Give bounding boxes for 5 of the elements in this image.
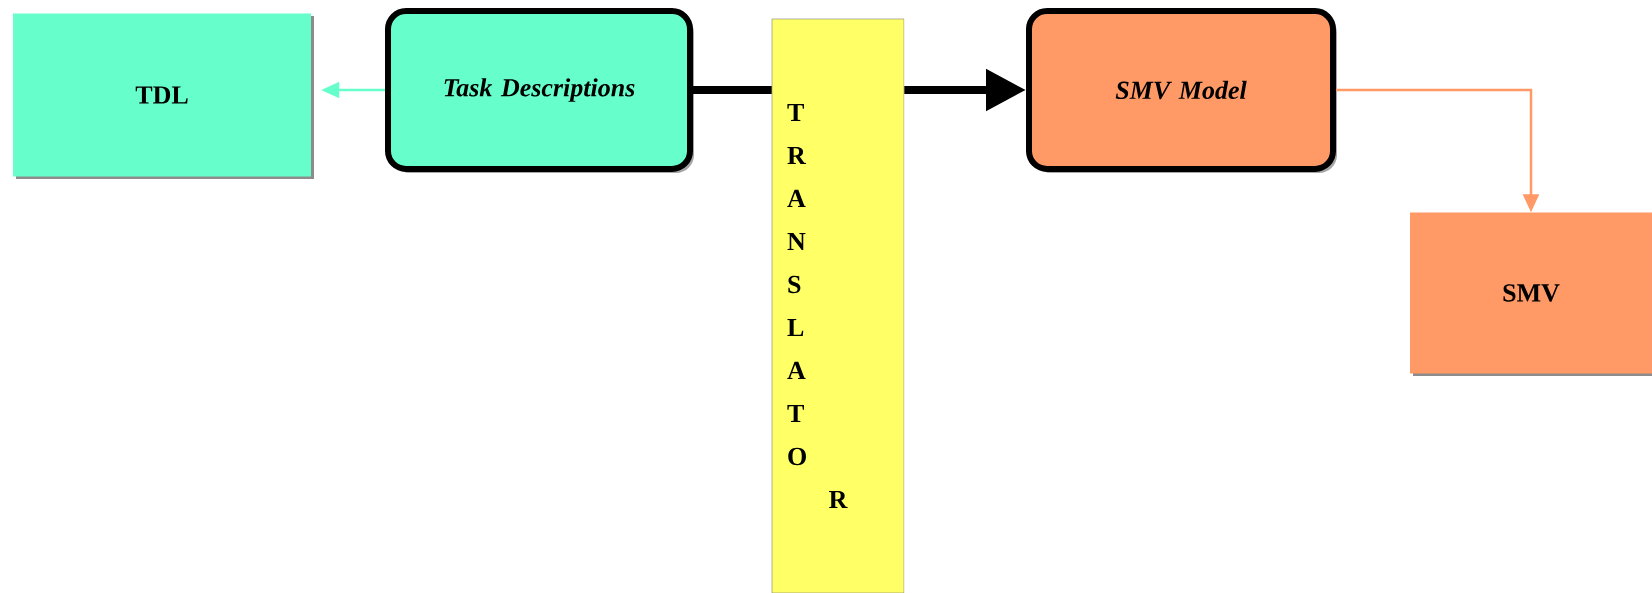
translator-band: TRANSLATOR <box>771 18 905 593</box>
process-box: TDL <box>13 13 314 179</box>
process-box: SMV Model <box>1026 8 1337 173</box>
process-box: Task Descriptions <box>385 8 694 173</box>
process-box: SMV <box>1410 212 1652 376</box>
